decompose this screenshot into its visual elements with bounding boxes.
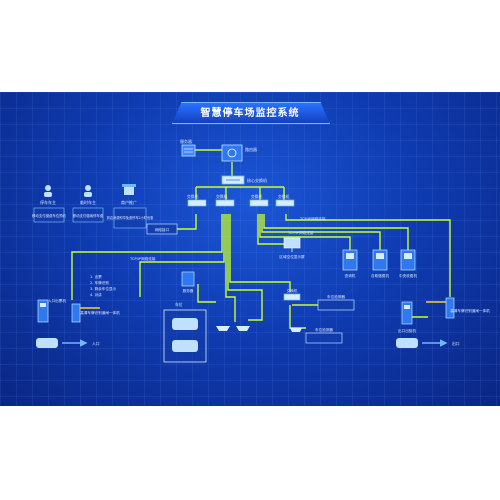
central-link: [263, 214, 409, 250]
switch-label-3: 交换机: [251, 194, 263, 199]
switch-icon-2: [215, 199, 235, 207]
payment-link: [261, 214, 381, 250]
entry-car-icon: [36, 338, 58, 348]
exit-car-icon: [396, 338, 418, 348]
detector-label-2: 车位检测器: [315, 327, 333, 332]
switch-icon-1: [187, 199, 207, 207]
gateway-link: [177, 214, 197, 230]
guidance-server-label: 服务器: [183, 288, 194, 293]
detector-link-2: [289, 305, 306, 329]
feature-1: 1. 出票: [90, 274, 102, 279]
exit-label: 出口: [452, 341, 460, 346]
user-note-2: 移动支付缴纳停车费: [73, 213, 104, 218]
switch-label-2: 交换机: [216, 194, 228, 199]
core-switch-label: 核心交换机: [247, 177, 267, 183]
tcpip-label-3: TCP/IP网络连接: [129, 256, 156, 261]
tcpip-label-2: TCP/IP网络连接: [287, 230, 314, 235]
switch-label-4: 交换机: [278, 194, 290, 199]
exit-gate-label: 高清车牌识别道闸一体机: [450, 308, 490, 313]
gateway-label: 网络接口: [155, 227, 170, 232]
user-note-box-1: [33, 207, 65, 223]
guidance-server-icon: [181, 271, 195, 287]
network-diagram: 服务器 路由器 核心交换机 交换机 交换机 交换机 交换机: [32, 138, 490, 363]
user-note-box-2: [72, 207, 104, 223]
equipment-label-3: 中央收费机: [399, 273, 417, 278]
car-icon-1: [172, 318, 198, 330]
shop-icon: [122, 184, 136, 195]
guidance-switch-label: 交换机: [287, 288, 298, 293]
switch-icon-3: [249, 199, 269, 207]
user-label-1: 停车车主: [40, 199, 56, 205]
guidance-server-link: [197, 284, 216, 303]
central-machine-icon: [400, 249, 416, 271]
payment-machine-icon: [372, 249, 388, 271]
display-label: 区域空位显示屏: [279, 254, 305, 259]
switch-label-1: 交换机: [187, 194, 199, 199]
detector-camera-icon: [290, 328, 302, 332]
user-note-box-3: [113, 207, 147, 229]
display-screen-icon: [283, 237, 301, 252]
entry-gate-link: [139, 214, 225, 297]
entry-network-link: [71, 214, 223, 300]
user-icon-1: [44, 185, 52, 197]
feature-3: 3. 剩余车位显示: [90, 286, 117, 291]
server-icon: [181, 144, 196, 157]
feature-4: 4. 对讲: [90, 292, 102, 297]
exit-card-machine-label: 出口出验机: [398, 328, 416, 333]
camera-link-2: [227, 214, 263, 321]
camera-icon-2: [236, 326, 250, 331]
user-note-3: 到店消费即享免费停车2小时优惠: [107, 215, 154, 220]
entry-gate-label: 高清车牌识别道闸一体机: [80, 310, 120, 315]
user-icon-2: [84, 185, 92, 197]
user-note-1: 移动支付缴费车位预约: [32, 213, 67, 218]
kiosk-icon: [342, 249, 358, 271]
camera-icon-1: [216, 326, 230, 331]
core-switch-icon: [221, 175, 245, 185]
gateway-box: [146, 223, 178, 235]
exit-card-machine-icon: [401, 301, 413, 325]
guidance-switch-icon: [283, 293, 301, 301]
user-label-2: 临时车主: [80, 199, 96, 205]
tcpip-label-1: TCP/IP网络连接: [299, 216, 326, 221]
router-icon: [221, 144, 243, 162]
equipment-label-1: 查询机: [345, 273, 356, 278]
zone-label: 车位: [175, 302, 183, 307]
equipment-label-2: 自助缴费机: [371, 273, 389, 278]
entry-gate-icon: [71, 303, 100, 323]
display-link: [257, 214, 284, 245]
detector-box-2: [305, 332, 343, 344]
detector-box-1: [317, 299, 355, 311]
kiosk-link: [259, 214, 351, 250]
camera-link-1: [225, 214, 236, 322]
entry-label: 入口: [92, 341, 100, 346]
background-grid: [0, 92, 500, 406]
page-title: 智慧停车场监控系统: [200, 108, 300, 119]
exit-network-link: [285, 214, 451, 297]
router-label: 路由器: [245, 146, 257, 152]
detector-label-1: 车位检测器: [327, 294, 345, 299]
ticket-machine-icon: [37, 299, 49, 323]
user-label-3: 商户推广: [121, 199, 137, 205]
connection-lines: [71, 149, 451, 329]
car-icon-2: [172, 340, 198, 352]
diagram-panel: 智慧停车场监控系统: [0, 92, 500, 406]
parking-zone-box: [163, 309, 207, 363]
server-label: 服务器: [180, 138, 192, 144]
exit-gate-icon: [426, 297, 455, 319]
guidance-switch-link: [229, 214, 291, 292]
entry-machine-label: 入口出票机: [48, 298, 66, 303]
switch-icon-4: [275, 199, 295, 207]
feature-2: 2. 车牌识别: [90, 280, 109, 285]
